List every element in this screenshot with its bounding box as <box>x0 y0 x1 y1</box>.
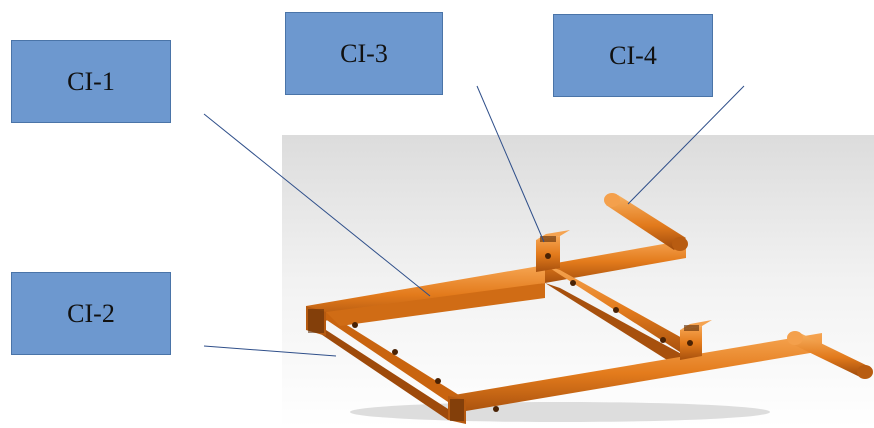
rear-handle-end <box>604 193 620 207</box>
front-handle-end <box>787 331 803 345</box>
bolt-hole <box>493 406 499 412</box>
bolt-hole <box>613 307 619 313</box>
callout-ci4-text: CI-4 <box>609 40 657 70</box>
bolt-hole <box>570 280 576 286</box>
leader-line-ci1 <box>203 113 431 297</box>
bolt-hole <box>687 340 693 346</box>
middle-cross-bar <box>545 265 700 354</box>
front-handle <box>790 333 870 377</box>
rear-post-opening <box>540 236 556 242</box>
leader-line-ci2 <box>203 345 337 357</box>
bolt-hole <box>660 337 666 343</box>
ground-shadow <box>350 402 770 422</box>
callout-ci1: CI-1 <box>11 40 171 123</box>
callout-ci3-text: CI-3 <box>340 38 388 68</box>
front-left-corner-opening <box>450 399 464 421</box>
bolt-hole <box>352 322 358 328</box>
leader-line-ci4 <box>627 85 745 205</box>
bolt-hole <box>545 253 551 259</box>
leader-line-ci3 <box>476 85 545 243</box>
callout-ci2: CI-2 <box>11 272 171 355</box>
leader-lines <box>203 85 745 357</box>
cart-frame <box>306 193 873 424</box>
rear-bar-extension <box>545 240 686 283</box>
front-bar <box>448 333 822 414</box>
middle-cross-bar-bottom <box>545 283 700 370</box>
callout-ci1-text: CI-1 <box>67 66 115 96</box>
left-side-bar-bottom <box>306 324 462 420</box>
front-post-opening <box>684 325 699 331</box>
bolt-hole <box>392 349 398 355</box>
front-handle-tip <box>857 365 873 379</box>
rear-handle <box>606 195 686 250</box>
rear-left-corner-opening <box>308 309 324 333</box>
callout-ci3: CI-3 <box>285 12 443 95</box>
callout-ci4: CI-4 <box>553 14 713 97</box>
rear-handle-joint <box>672 237 688 251</box>
bolt-hole <box>435 378 441 384</box>
left-side-bar <box>306 306 470 402</box>
inner-rear-bar <box>326 283 545 326</box>
callout-ci2-text: CI-2 <box>67 298 115 328</box>
